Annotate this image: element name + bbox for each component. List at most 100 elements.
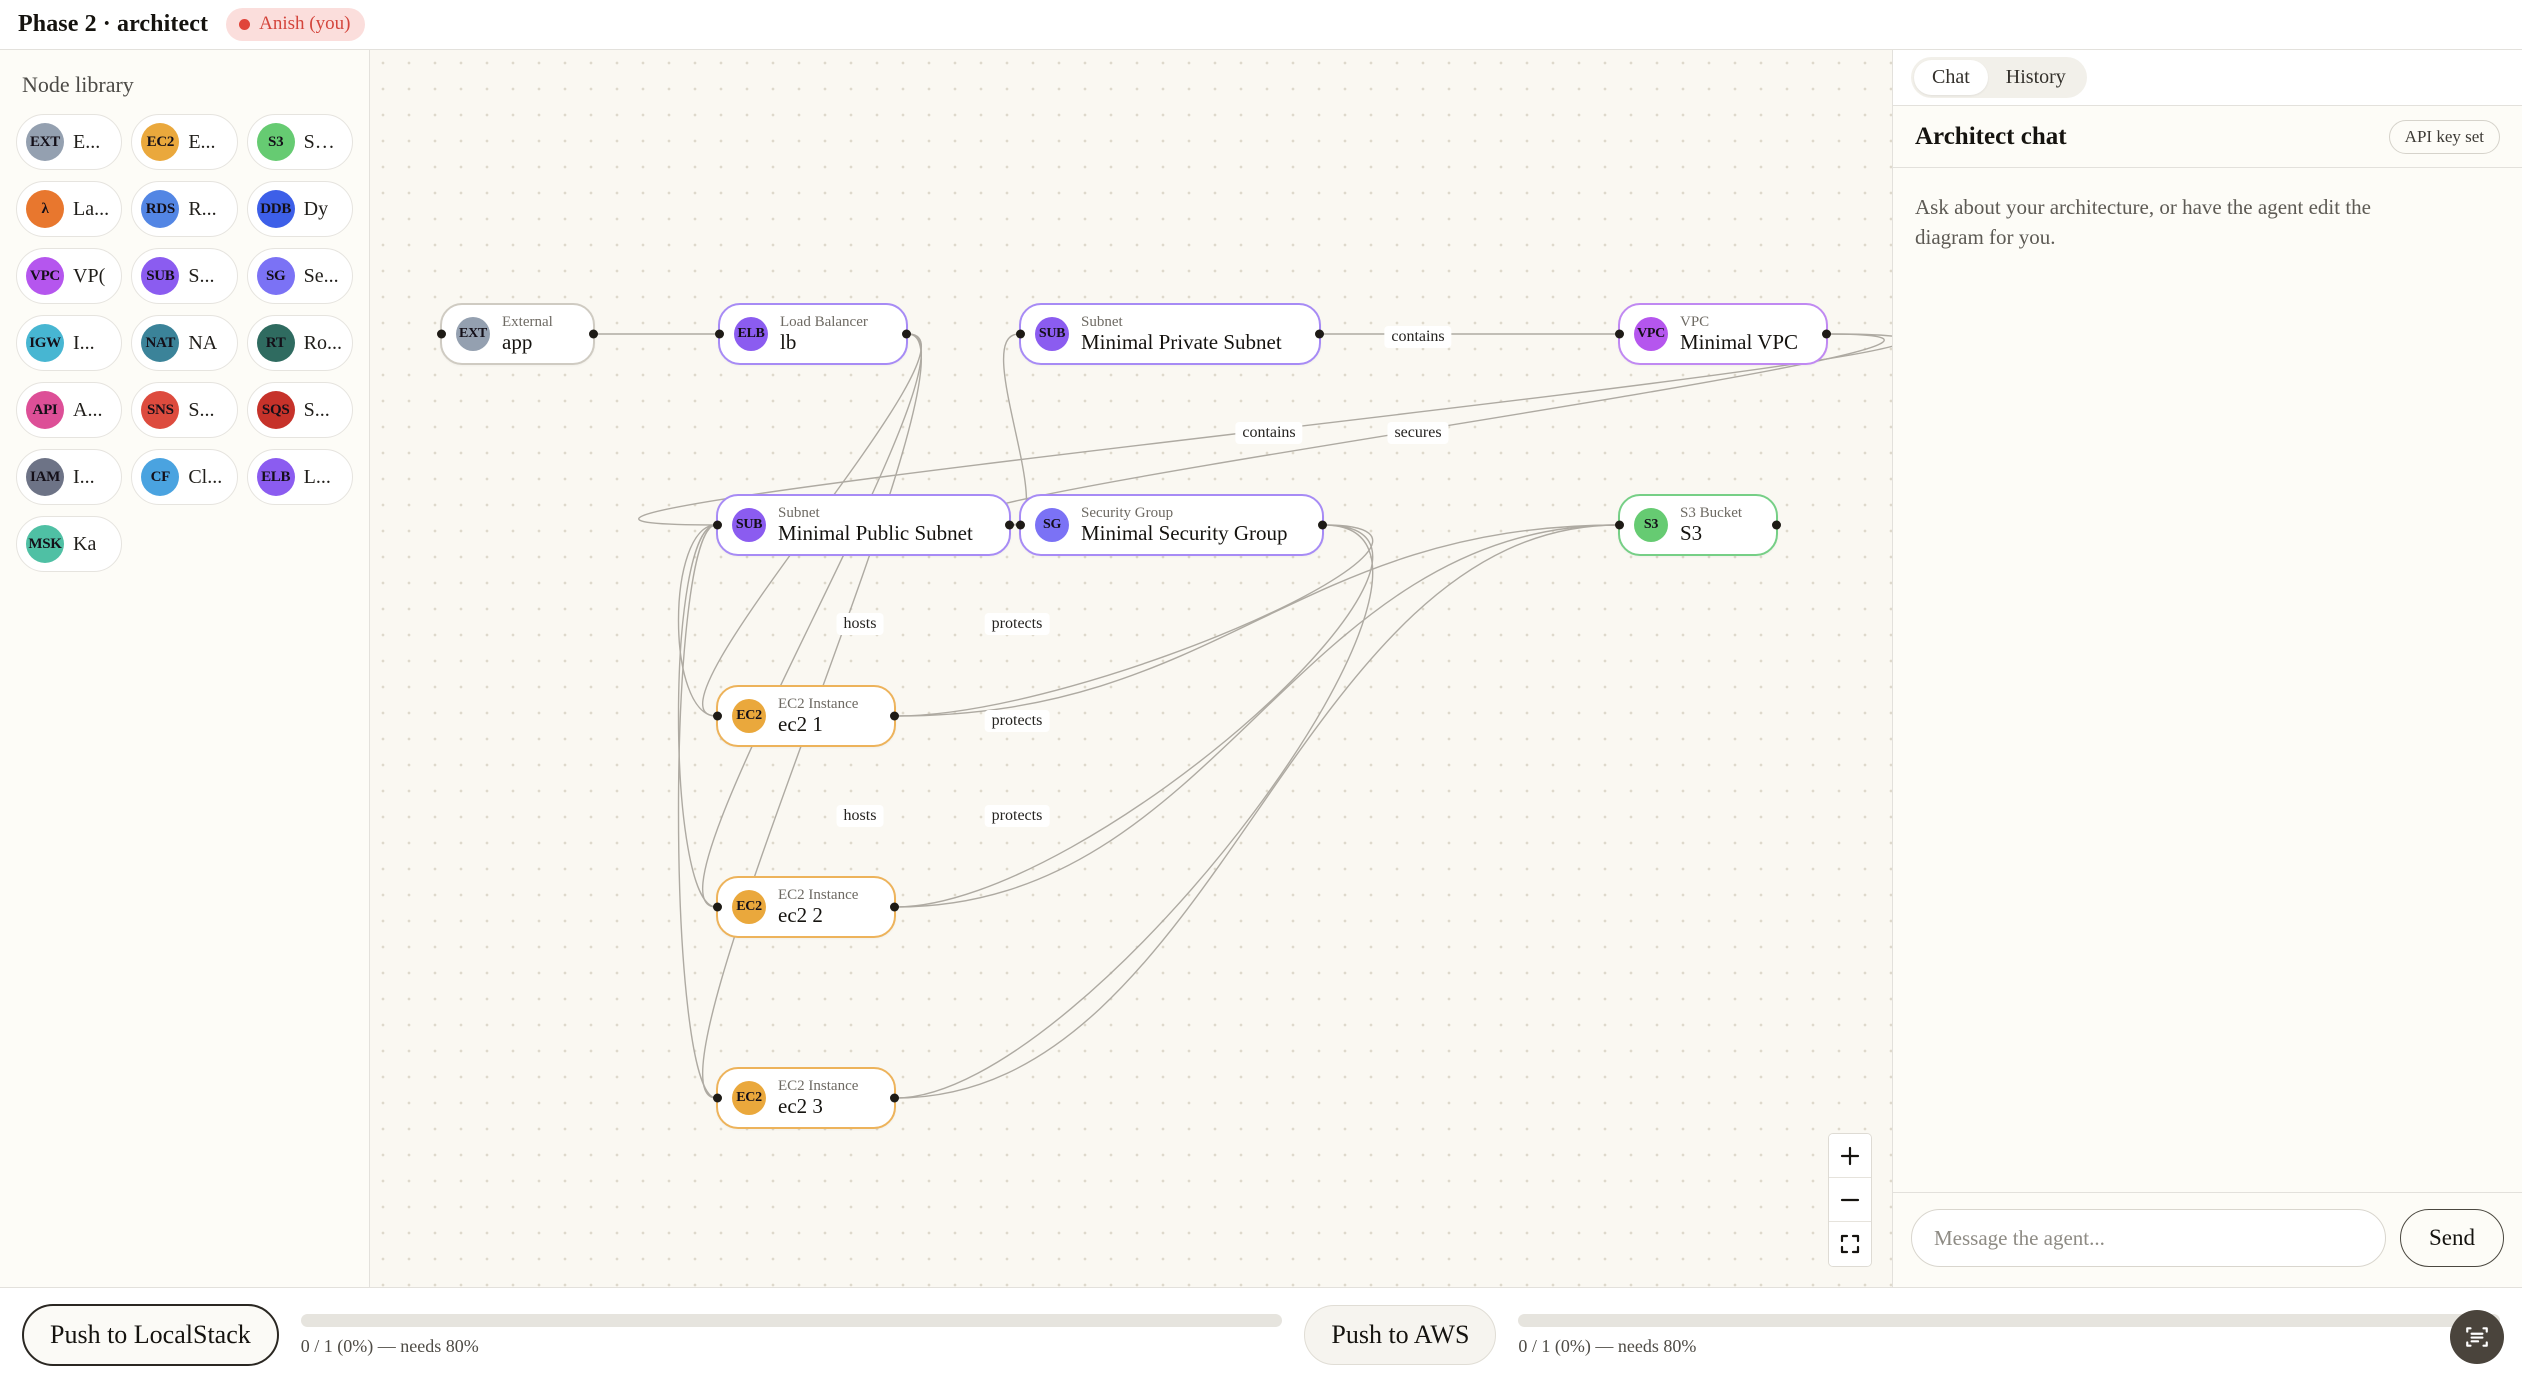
message-input[interactable] bbox=[1911, 1209, 2386, 1267]
tab-chat[interactable]: Chat bbox=[1914, 60, 1988, 95]
top-header: Phase 2 · architect Anish (you) bbox=[0, 0, 2522, 50]
localstack-progress-group: 0 / 1 (0%) — needs 80% bbox=[300, 1313, 1283, 1357]
diagram-edge[interactable] bbox=[895, 524, 1619, 717]
library-item-vpc[interactable]: VPC VP( bbox=[16, 248, 123, 304]
edge-label: hosts bbox=[836, 613, 884, 635]
node-port-left[interactable] bbox=[1016, 520, 1025, 530]
library-badge-icon: EXT bbox=[26, 123, 64, 161]
node-type-label: Subnet bbox=[1081, 313, 1123, 330]
node-port-right[interactable] bbox=[1315, 329, 1324, 339]
node-port-left[interactable] bbox=[1016, 329, 1025, 339]
node-port-right[interactable] bbox=[589, 329, 598, 339]
node-port-right[interactable] bbox=[890, 902, 899, 912]
node-type-label: Load Balancer bbox=[780, 313, 868, 330]
library-badge-icon: SG bbox=[256, 257, 295, 295]
chat-title: Architect chat bbox=[1915, 122, 2067, 150]
node-port-left[interactable] bbox=[713, 711, 722, 721]
node-port-left[interactable] bbox=[715, 329, 724, 339]
push-to-aws-button[interactable]: Push to AWS bbox=[1304, 1305, 1497, 1365]
diagram-edge[interactable] bbox=[895, 524, 1619, 1099]
library-badge-icon: CF bbox=[141, 458, 180, 496]
node-port-left[interactable] bbox=[437, 329, 446, 339]
diagram-edge[interactable] bbox=[702, 333, 922, 908]
localstack-progress-track bbox=[300, 1313, 1283, 1327]
node-port-left[interactable] bbox=[713, 520, 722, 530]
library-item-label: La... bbox=[73, 197, 110, 220]
node-port-right[interactable] bbox=[1318, 520, 1327, 530]
diagram-edge[interactable] bbox=[895, 524, 1619, 908]
zoom-in-button[interactable] bbox=[1829, 1134, 1871, 1178]
node-badge-icon: SUB bbox=[732, 508, 766, 542]
presence-dot-icon bbox=[239, 18, 251, 30]
node-port-left[interactable] bbox=[1615, 520, 1624, 530]
bottom-action-bar: Push to LocalStack 0 / 1 (0%) — needs 80… bbox=[0, 1287, 2522, 1382]
node-port-left[interactable] bbox=[713, 902, 722, 912]
diagram-edge[interactable] bbox=[895, 524, 1374, 717]
diagram-edge[interactable] bbox=[895, 524, 1374, 1099]
library-item-label: E... bbox=[188, 130, 216, 153]
tab-history[interactable]: History bbox=[1988, 60, 2084, 95]
diagram-edge[interactable] bbox=[677, 524, 717, 1099]
node-port-left[interactable] bbox=[1615, 329, 1624, 339]
node-port-right[interactable] bbox=[890, 711, 899, 721]
node-port-right[interactable] bbox=[902, 329, 911, 339]
library-badge-icon: VPC bbox=[26, 257, 64, 295]
send-button[interactable]: Send bbox=[2400, 1209, 2504, 1267]
library-badge-icon: MSK bbox=[26, 525, 64, 563]
node-port-right[interactable] bbox=[1772, 520, 1781, 530]
library-item-label: L... bbox=[303, 465, 331, 488]
node-port-right[interactable] bbox=[890, 1093, 899, 1103]
zoom-out-button[interactable] bbox=[1829, 1178, 1871, 1222]
diagram-edge[interactable] bbox=[1002, 333, 1028, 526]
library-item-label: VP( bbox=[73, 264, 106, 287]
node-port-left[interactable] bbox=[713, 1093, 722, 1103]
fit-to-screen-button[interactable] bbox=[1829, 1222, 1871, 1266]
presence-badge: Anish (you) bbox=[226, 8, 366, 41]
library-badge-icon: RT bbox=[256, 324, 295, 362]
logs-fab-button[interactable] bbox=[2450, 1310, 2504, 1364]
api-key-status-badge[interactable]: API key set bbox=[2388, 119, 2500, 154]
diagram-edge[interactable] bbox=[895, 524, 1374, 908]
push-to-localstack-button[interactable]: Push to LocalStack bbox=[22, 1304, 279, 1366]
node-port-right[interactable] bbox=[1005, 520, 1014, 530]
library-badge-icon: SNS bbox=[141, 391, 180, 429]
node-port-right[interactable] bbox=[1822, 329, 1831, 339]
diagram-edge[interactable] bbox=[677, 524, 717, 908]
diagram-edge[interactable] bbox=[677, 524, 717, 717]
library-item-label: Dy bbox=[303, 197, 329, 220]
